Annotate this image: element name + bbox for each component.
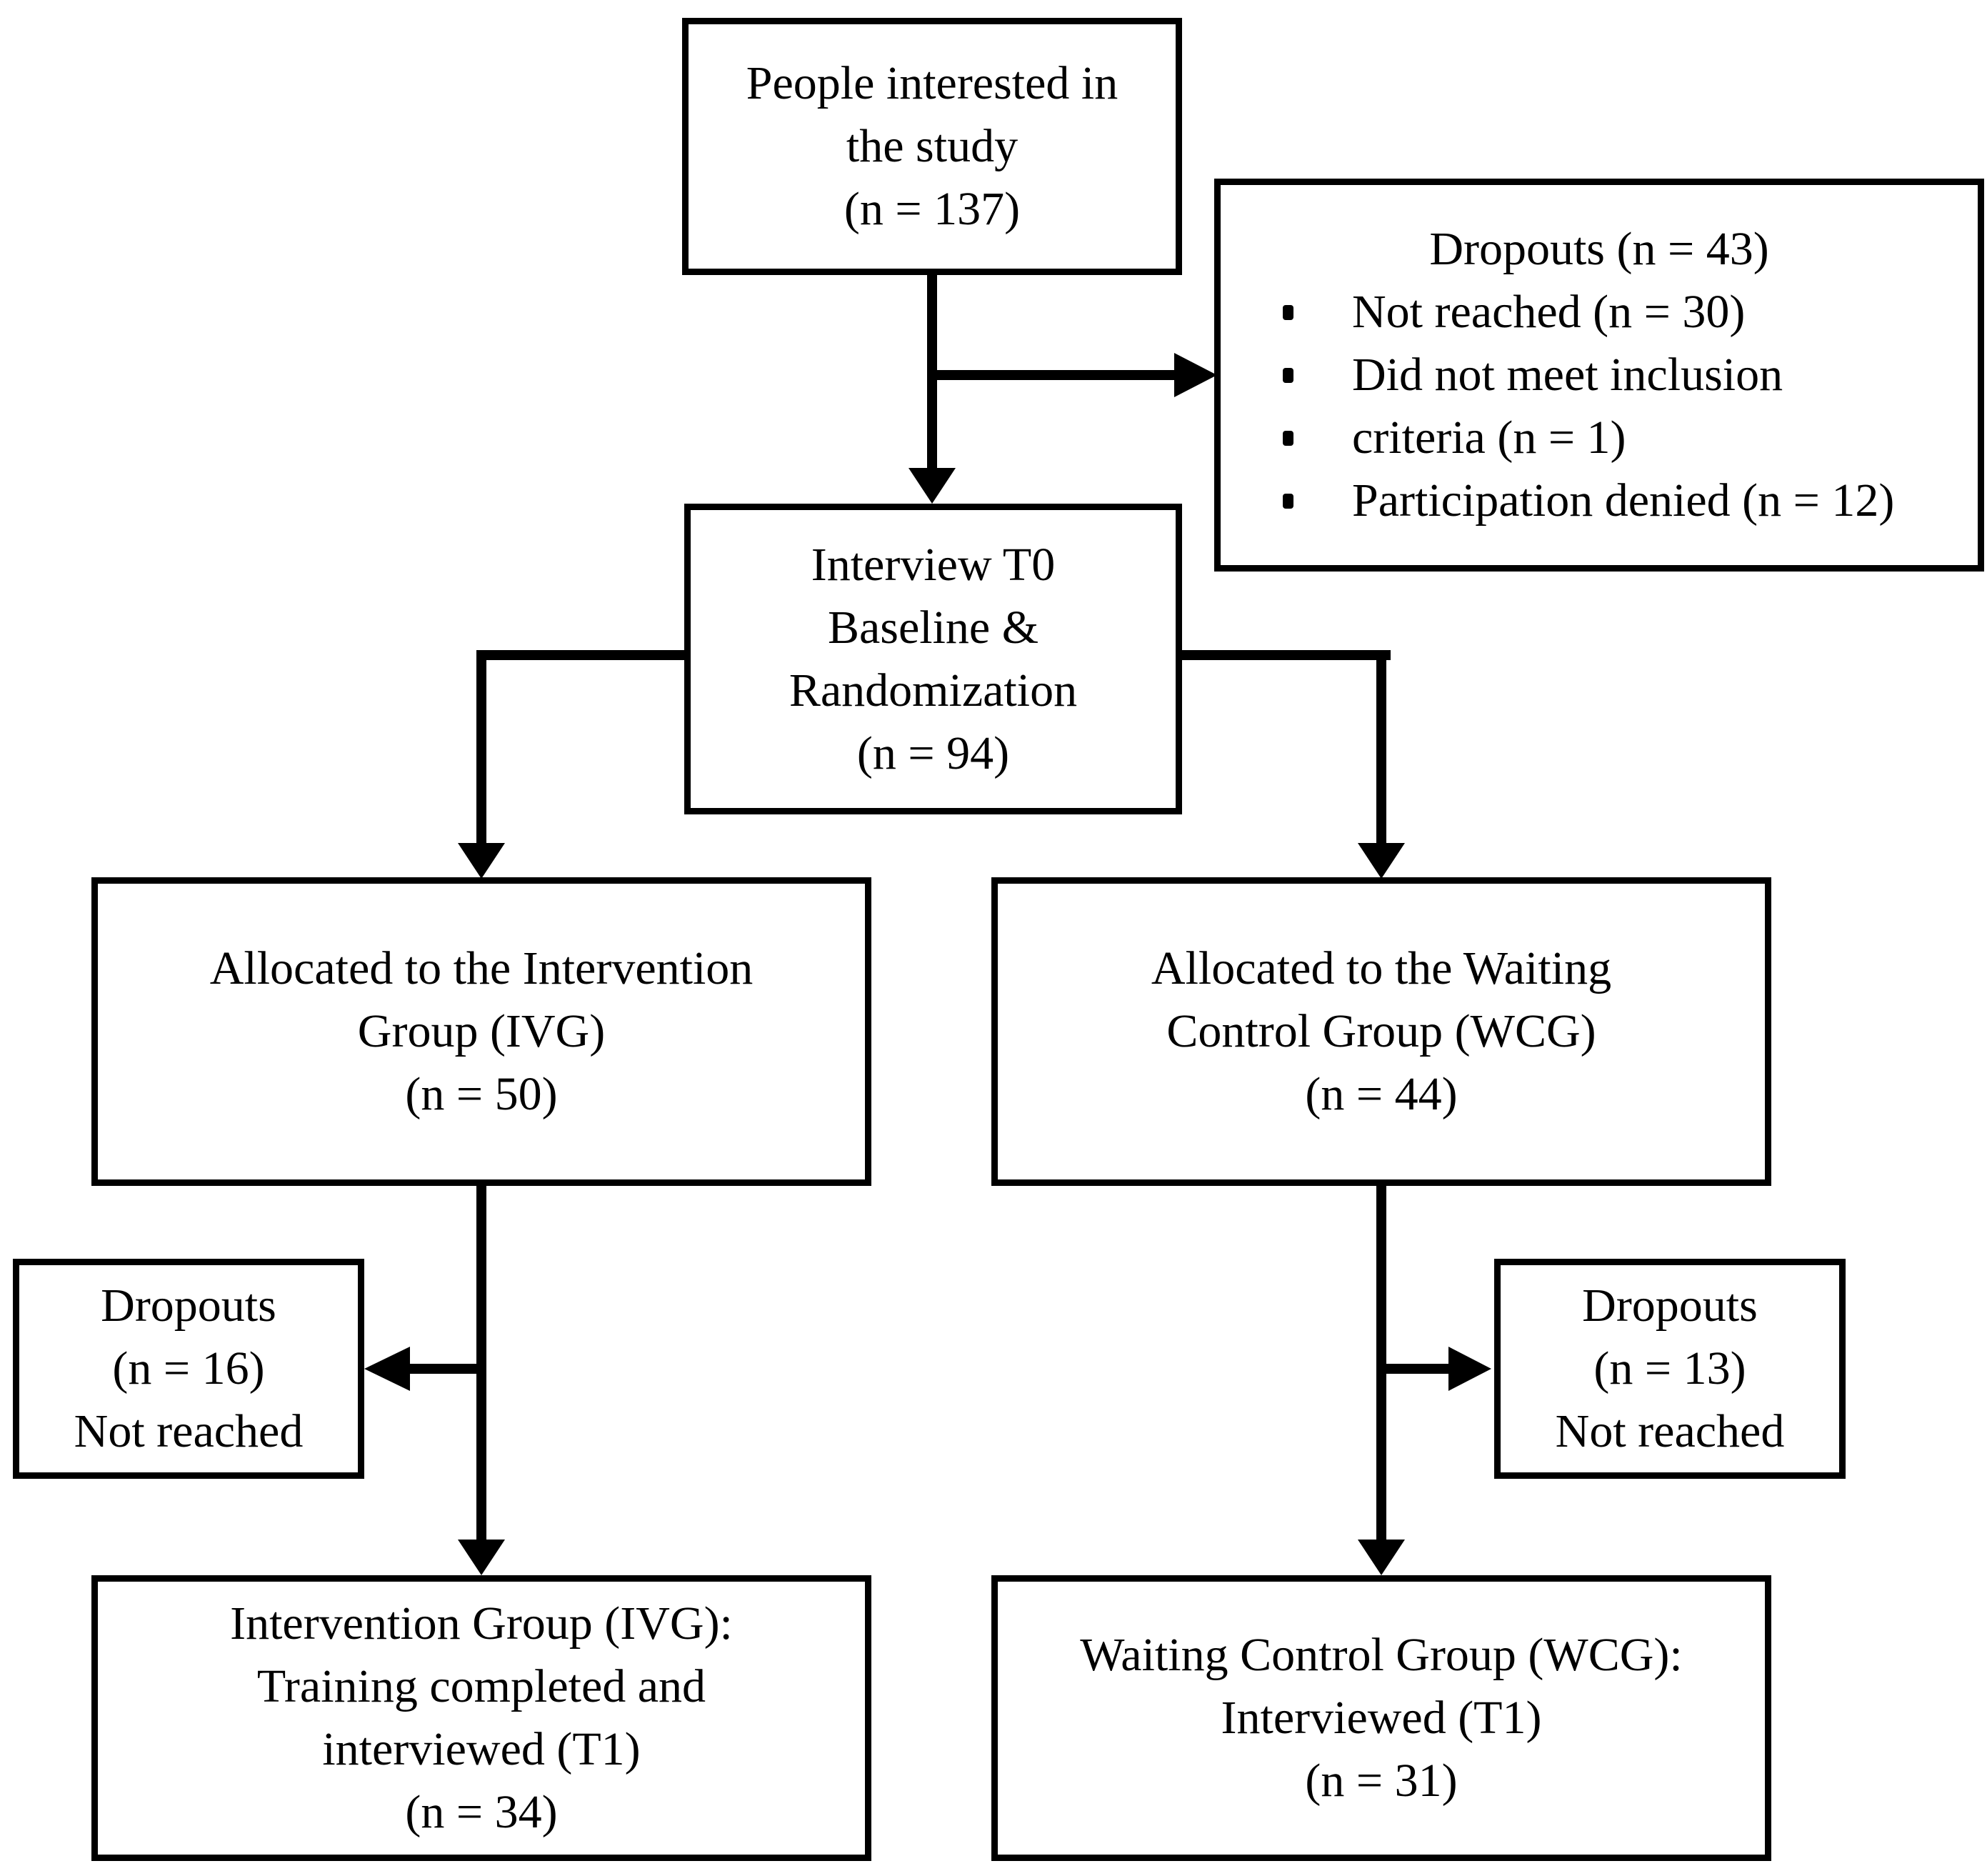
dropout-reason-text: Not reached (n = 30): [1352, 286, 1746, 338]
bullet-icon: [1283, 367, 1293, 383]
text-line: People interested in: [746, 57, 1118, 109]
text-line: the study: [846, 120, 1018, 172]
arrow-down-into-alloc-wcg-icon: [1358, 843, 1405, 879]
text-line: Allocated to the Waiting: [1151, 942, 1612, 994]
connector-to-dropouts-wcg-line: [1381, 1364, 1451, 1374]
dropout-reason-text: Participation denied (n = 12): [1352, 474, 1895, 527]
text-line: Not reached: [74, 1405, 304, 1457]
text-line: Intervention Group (IVG):: [230, 1597, 733, 1650]
text-line: (n = 34): [405, 1786, 558, 1838]
dropout-reason-text: criteria (n = 1): [1352, 411, 1626, 464]
bullet-icon: [1283, 493, 1293, 509]
bullet-icon: [1283, 304, 1293, 320]
arrow-right-into-screening-dropouts-icon: [1174, 353, 1217, 397]
text-line: Interview T0: [811, 538, 1056, 591]
text-line: Dropouts: [1582, 1279, 1758, 1332]
box-interview-t0: Interview T0 Baseline & Randomization (n…: [684, 504, 1182, 814]
text-line: Randomization: [789, 664, 1078, 717]
connector-ivg-to-final-line: [476, 1186, 486, 1540]
connector-wcg-to-final-line: [1376, 1186, 1386, 1540]
text-line: (n = 94): [856, 727, 1010, 779]
text-line: Waiting Control Group (WCG):: [1080, 1629, 1683, 1681]
arrow-right-into-dropouts-wcg-icon: [1448, 1347, 1491, 1391]
text-line: (n = 13): [1593, 1342, 1746, 1394]
connector-interview-to-ivg-vline: [476, 650, 486, 843]
text-line: Interviewed (T1): [1221, 1692, 1542, 1744]
arrow-down-into-final-ivg-icon: [458, 1540, 505, 1575]
box-final-ivg: Intervention Group (IVG): Training compl…: [91, 1575, 871, 1861]
text-line: (n = 137): [844, 183, 1021, 235]
box-dropouts-ivg: Dropouts (n = 16) Not reached: [13, 1259, 364, 1479]
text-line: Group (IVG): [357, 1005, 606, 1057]
text-line: Control Group (WCG): [1166, 1005, 1596, 1057]
dropout-reason-text: Did not meet inclusion: [1352, 349, 1783, 401]
dropout-reason-item: criteria (n = 1): [1221, 406, 1978, 469]
box-allocated-ivg: Allocated to the Intervention Group (IVG…: [91, 877, 871, 1186]
arrow-down-into-interview-icon: [909, 468, 956, 504]
text-line: Dropouts: [101, 1279, 276, 1332]
text-line: Training completed and: [256, 1660, 706, 1712]
arrow-left-into-dropouts-ivg-icon: [364, 1347, 410, 1391]
text-line: (n = 44): [1305, 1068, 1458, 1120]
dropout-reason-item: Participation denied (n = 12): [1221, 469, 1978, 532]
connector-interview-to-ivg-hline: [476, 650, 684, 660]
text-line: Baseline &: [827, 601, 1039, 654]
arrow-down-into-alloc-ivg-icon: [458, 843, 505, 879]
box-final-wcg: Waiting Control Group (WCG): Interviewed…: [991, 1575, 1771, 1861]
box-screening-dropouts: Dropouts (n = 43) Not reached (n = 30) D…: [1214, 179, 1984, 572]
text-line: Not reached: [1555, 1405, 1785, 1457]
text-line: interviewed (T1): [322, 1723, 641, 1775]
text-line: (n = 50): [405, 1068, 558, 1120]
connector-to-dropouts-ivg-line: [410, 1364, 486, 1374]
text-line: Allocated to the Intervention: [209, 942, 754, 994]
text-line: (n = 31): [1305, 1755, 1458, 1807]
connector-interview-to-wcg-hline: [1182, 650, 1391, 660]
bullet-icon: [1283, 430, 1293, 446]
dropout-reason-item: Did not meet inclusion: [1221, 344, 1978, 406]
arrow-down-into-final-wcg-icon: [1358, 1540, 1405, 1575]
box-allocated-wcg: Allocated to the Waiting Control Group (…: [991, 877, 1771, 1186]
text-line: (n = 16): [112, 1342, 265, 1394]
box-dropouts-wcg: Dropouts (n = 13) Not reached: [1494, 1259, 1846, 1479]
dropout-reason-item: Not reached (n = 30): [1221, 281, 1978, 344]
box-people-interested: People interested in the study (n = 137): [682, 18, 1182, 275]
connector-interview-to-wcg-vline: [1376, 650, 1386, 843]
dropouts-title: Dropouts (n = 43): [1429, 223, 1769, 275]
connector-to-screening-dropouts-line: [927, 370, 1174, 380]
